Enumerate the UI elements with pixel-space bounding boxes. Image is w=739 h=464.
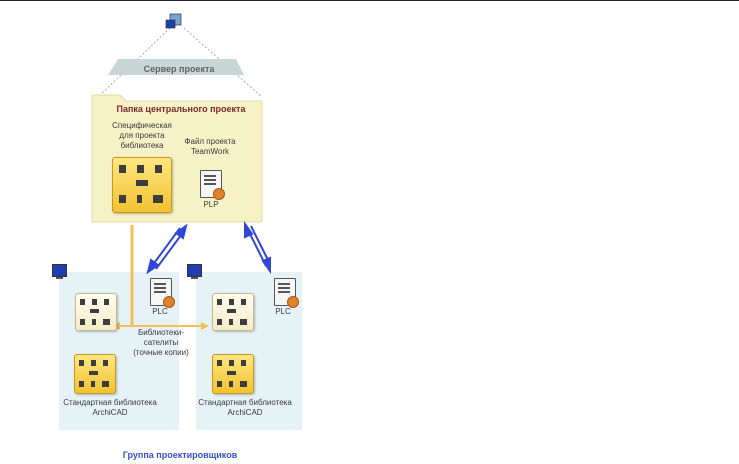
plc-file-left-icon [150, 278, 175, 308]
plc-label-right: PLC [275, 307, 291, 316]
standard-library-left-icon [74, 354, 116, 394]
top-border-line [0, 0, 739, 1]
satellite-library-left-icon [75, 293, 117, 331]
standard-library-right-icon [212, 354, 254, 394]
teamwork-file-caption: Файл проекта TeamWork [184, 137, 236, 156]
standard-library-left-caption: Стандартная библиотека ArchiCAD [63, 398, 157, 417]
server-label: Сервер проекта [143, 64, 215, 74]
sync-arrow-right [244, 220, 271, 275]
server-band [108, 59, 244, 75]
sync-arrow-left [146, 223, 188, 275]
satellite-libraries-caption: Библиотеки- сателиты (точные копии) [133, 328, 189, 357]
teamwork-file-icon [200, 170, 225, 200]
designers-group-label: Группа проектировщиков [122, 450, 238, 460]
plc-file-right-icon [274, 278, 299, 308]
plp-label: PLP [203, 200, 219, 209]
project-library-icon [112, 157, 172, 213]
standard-library-right-caption: Стандартная библиотека ArchiCAD [198, 398, 292, 417]
workstation-right-monitor-icon [187, 264, 202, 279]
project-library-caption: Специфическая для проекта библиотека [112, 121, 172, 150]
workstation-left-monitor-icon [52, 264, 67, 279]
satellite-arrow-right [201, 322, 209, 330]
central-folder-title: Папка центрального проекта [116, 104, 246, 114]
satellite-library-right-icon [212, 293, 254, 331]
plc-label-left: PLC [152, 307, 168, 316]
server-computer-icon [165, 13, 182, 29]
